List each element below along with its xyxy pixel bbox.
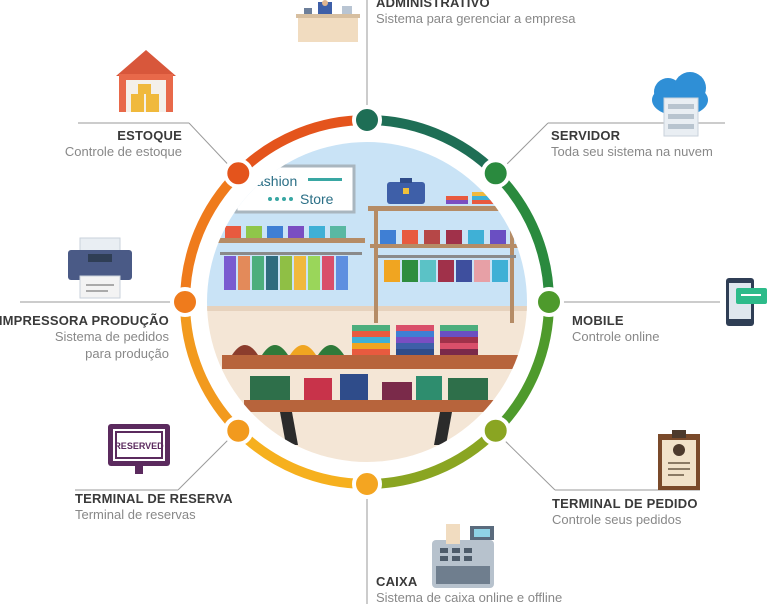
reserved-sign-text: RESERVED [114,441,164,451]
label-administrativo: ADMINISTRATIVO Sistema para gerenciar a … [376,0,575,27]
caps [232,345,344,355]
label-caixa: CAIXA Sistema de caixa online e offline [376,574,562,606]
label-mobile: MOBILE Controle online [572,313,659,345]
impressora-subtitle-line2: para produção [85,346,169,361]
folded-stack-top [446,192,494,204]
store-sign-line1: ashion [256,173,297,189]
ring [180,115,554,489]
node-caixa [352,469,382,499]
label-impressora: IMPRESSORA PRODUÇÃO Sistema de pedidos p… [0,313,169,362]
folded-shirts-right [380,230,506,244]
label-servidor: SERVIDOR Toda seu sistema na nuvem [551,128,713,160]
smartphone-icon [726,278,767,326]
node-terminal-reserva [223,415,254,446]
warehouse-icon [116,50,176,112]
cash-register-icon [432,524,494,588]
administrativo-title: ADMINISTRATIVO [376,0,490,10]
toolbox [387,178,425,204]
terminal-reserva-subtitle: Terminal de reservas [75,507,196,522]
hanging-shirts-left [224,256,348,290]
fashion-store-sign: ashion Store [234,164,356,214]
servidor-subtitle: Toda seu sistema na nuvem [551,144,713,159]
label-terminal-pedido: TERMINAL DE PEDIDO Controle seus pedidos [552,496,698,528]
store-sign-line2: Store [300,191,334,207]
node-estoque [223,158,254,189]
node-mobile [534,287,564,317]
folded-shirts-left [225,226,346,238]
label-terminal-reserva: TERMINAL DE RESERVA Terminal de reservas [75,491,233,523]
clipboard-icon [658,430,700,490]
reserved-monitor-icon: RESERVED [108,424,170,474]
mobile-title: MOBILE [572,313,624,328]
ring-nodes [170,105,564,499]
terminal-pedido-title: TERMINAL DE PEDIDO [552,496,698,511]
servidor-title: SERVIDOR [551,128,621,143]
impressora-subtitle-line1: Sistema de pedidos [54,329,169,344]
caixa-subtitle: Sistema de caixa online e offline [376,590,563,605]
folded-stacks-lower [250,374,488,400]
node-administrativo [352,105,382,135]
impressora-title: IMPRESSORA PRODUÇÃO [0,313,169,328]
label-estoque: ESTOQUE Controle de estoque [65,128,182,160]
estoque-title: ESTOQUE [117,128,182,143]
store-illustration: ashion Store [207,142,527,462]
mobile-subtitle: Controle online [572,329,660,344]
node-terminal-pedido [480,415,511,446]
node-impressora [170,287,200,317]
terminal-pedido-subtitle: Controle seus pedidos [552,512,682,527]
estoque-subtitle: Controle de estoque [64,144,182,159]
admin-desk-icon [296,0,360,42]
caixa-title: CAIXA [376,574,418,589]
node-servidor [480,158,511,189]
printer-icon [68,237,132,299]
hanging-tshirts-right [384,260,508,282]
administrativo-subtitle: Sistema para gerenciar a empresa [376,11,576,26]
folded-stacks-table [352,325,478,355]
terminal-reserva-title: TERMINAL DE RESERVA [75,491,233,506]
cloud-server-icon [652,72,708,137]
